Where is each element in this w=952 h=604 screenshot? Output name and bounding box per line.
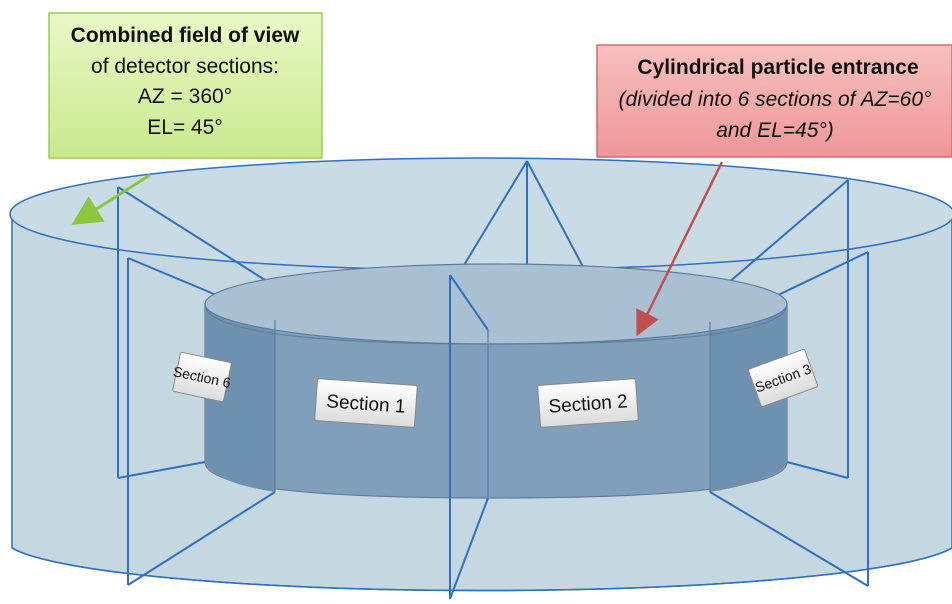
entrance-title: Cylindrical particle entrance bbox=[637, 56, 918, 79]
entrance-callout: Cylindrical particle entrance (divided i… bbox=[596, 44, 952, 158]
fov-line-1: of detector sections: bbox=[91, 55, 279, 78]
section-3-label: Section 3 bbox=[748, 349, 818, 407]
entrance-arrow bbox=[636, 161, 724, 337]
fov-arrow bbox=[71, 173, 151, 226]
section-6-label: Section 6 bbox=[172, 351, 232, 403]
fov-line-3: EL= 45° bbox=[147, 116, 223, 139]
frame-lines-front bbox=[117, 274, 869, 600]
fov-line-2: AZ = 360° bbox=[138, 85, 232, 108]
fov-title: Combined field of view bbox=[71, 24, 300, 47]
entrance-line-2: and EL=45°) bbox=[716, 119, 834, 142]
frame-lines-back bbox=[117, 160, 869, 586]
section-1-label: Section 1 bbox=[314, 378, 418, 428]
entrance-line-1: (divided into 6 sections of AZ=60° bbox=[619, 88, 932, 111]
section-2-label: Section 2 bbox=[537, 378, 639, 428]
inner-cylinder bbox=[204, 263, 788, 499]
fov-callout: Combined field of view of detector secti… bbox=[48, 12, 323, 159]
